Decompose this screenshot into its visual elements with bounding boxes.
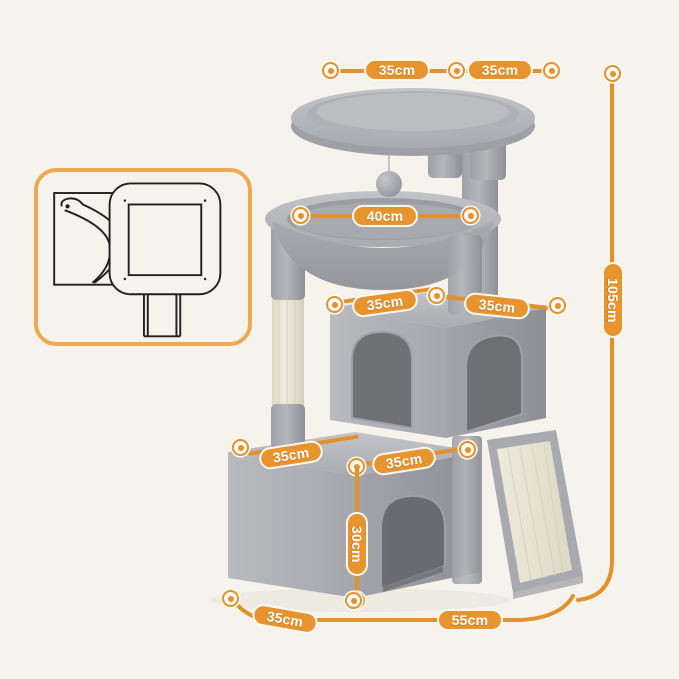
dim-label-opening-height[interactable]: 30cm [346, 512, 368, 576]
dim-node-top-left[interactable] [322, 62, 339, 79]
dim-label-top-left[interactable]: 35cm [364, 59, 430, 81]
dim-node-bowl-right[interactable] [462, 207, 479, 224]
dim-label-base-width[interactable]: 55cm [437, 609, 503, 631]
dim-label-total-height[interactable]: 105cm [602, 262, 624, 338]
dim-node-bowl-left[interactable] [292, 207, 309, 224]
dim-node-base-center[interactable] [345, 592, 362, 609]
inset-line-art [53, 182, 222, 338]
dim-label-top-right[interactable]: 35cm [467, 59, 533, 81]
assembly-detail-inset [34, 168, 252, 346]
dim-node-mid-center[interactable] [428, 287, 445, 304]
dim-node-mid-left[interactable] [326, 296, 343, 313]
dim-node-base-left[interactable] [222, 590, 239, 607]
dim-node-top-center[interactable] [448, 62, 465, 79]
dim-node-lower-right[interactable] [459, 441, 476, 458]
dim-node-top-right[interactable] [543, 62, 560, 79]
dim-line-top [336, 69, 556, 73]
dim-label-bowl[interactable]: 40cm [352, 205, 418, 227]
dim-node-lower-left[interactable] [232, 439, 249, 456]
dim-node-mid-right[interactable] [549, 297, 566, 314]
dim-node-total-height-top[interactable] [604, 65, 621, 82]
